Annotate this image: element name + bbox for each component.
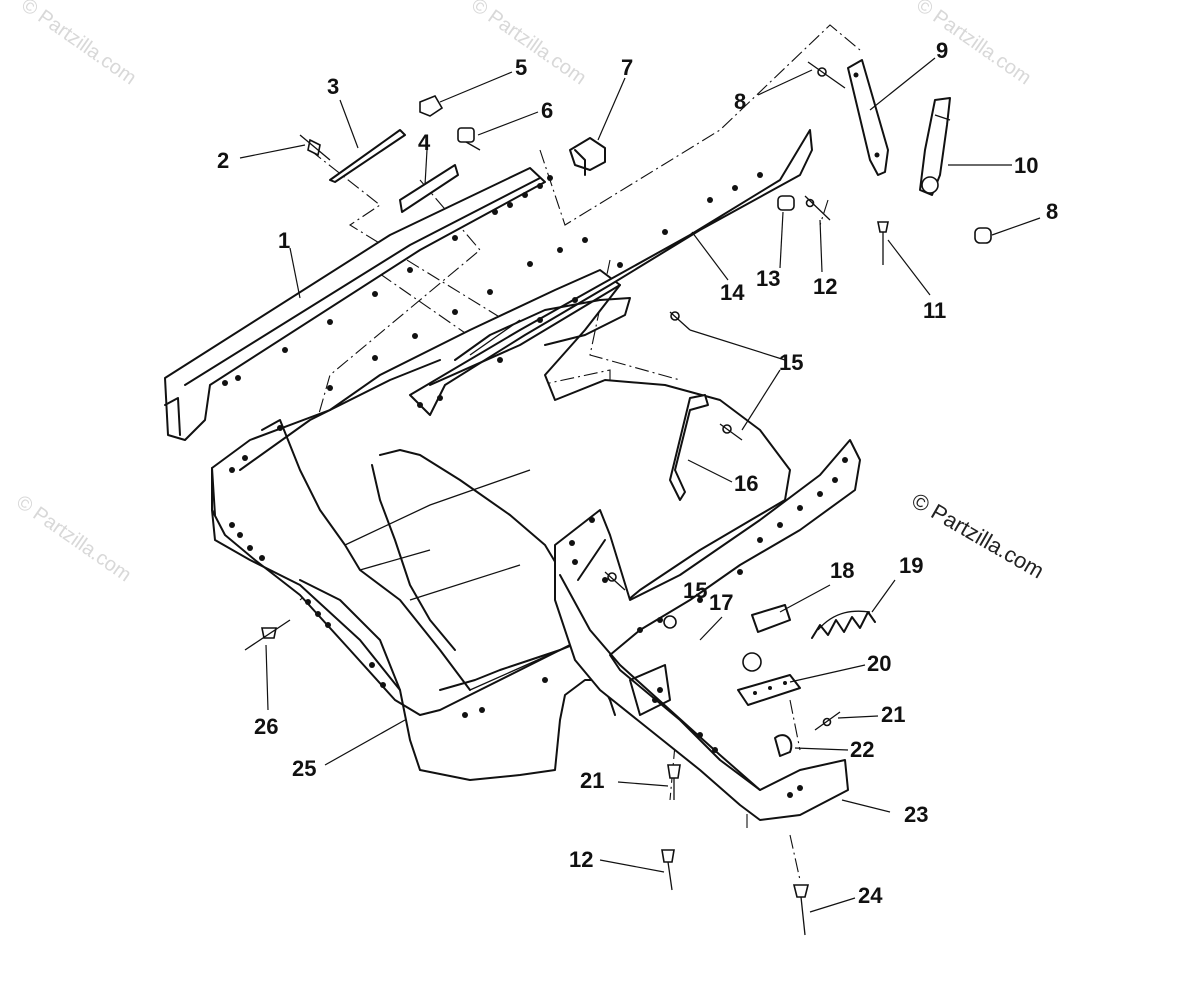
part-5-nut bbox=[419, 95, 444, 117]
callout-5: 5 bbox=[515, 55, 527, 80]
callout-21-right: 21 bbox=[881, 702, 905, 727]
callout-15-lower: 15 bbox=[683, 578, 707, 603]
part-8-cap-right bbox=[974, 227, 992, 244]
part-13-spacer bbox=[777, 195, 795, 211]
callout-23: 23 bbox=[904, 802, 928, 827]
part-4-pad bbox=[399, 164, 459, 213]
callout-24: 24 bbox=[858, 883, 883, 908]
copyright-notice: © Partzilla.com bbox=[908, 488, 1049, 584]
callout-16: 16 bbox=[734, 471, 758, 496]
callout-8-top: 8 bbox=[734, 89, 746, 114]
callout-10: 10 bbox=[1014, 153, 1038, 178]
watermark-mid-left: © Partzilla.com bbox=[12, 491, 135, 586]
callout-4: 4 bbox=[418, 130, 431, 155]
part-21-rivet-right bbox=[814, 711, 841, 731]
part-10-handle bbox=[919, 97, 951, 196]
callout-14: 14 bbox=[720, 280, 745, 305]
callout-22: 22 bbox=[850, 737, 874, 762]
part-6-bushing bbox=[457, 127, 481, 151]
watermark-top-center: © Partzilla.com bbox=[467, 0, 590, 89]
front-bumper-bar bbox=[164, 167, 553, 441]
callout-2: 2 bbox=[217, 148, 229, 173]
part-11-screw bbox=[877, 221, 889, 265]
part-17-grommet bbox=[663, 615, 762, 672]
callout-8-right: 8 bbox=[1046, 199, 1058, 224]
callout-11: 11 bbox=[923, 298, 946, 323]
callout-25: 25 bbox=[292, 756, 316, 781]
part-2-bolt bbox=[299, 134, 331, 161]
callout-1: 1 bbox=[278, 228, 290, 253]
watermark-top-left: © Partzilla.com bbox=[17, 0, 140, 89]
part-22-clamp bbox=[774, 734, 793, 757]
part-7-bracket bbox=[569, 137, 606, 176]
callout-21-left: 21 bbox=[580, 768, 604, 793]
part-3-shim bbox=[329, 129, 406, 183]
part-19-spring bbox=[811, 610, 876, 639]
watermark-top-right: © Partzilla.com bbox=[912, 0, 1035, 89]
part-16-strap bbox=[669, 394, 709, 501]
callout-17: 17 bbox=[709, 590, 733, 615]
part-9-strut bbox=[847, 59, 889, 176]
part-20-plate bbox=[737, 674, 801, 706]
callout-leaders bbox=[239, 57, 1041, 913]
callout-18: 18 bbox=[830, 558, 854, 583]
callout-3: 3 bbox=[327, 74, 339, 99]
part-24-rivet bbox=[792, 884, 810, 936]
part-12-bolt-top bbox=[804, 195, 831, 221]
callout-20: 20 bbox=[867, 651, 891, 676]
part-12-bolt-bottom bbox=[661, 849, 675, 891]
callout-12-bottom: 12 bbox=[569, 847, 593, 872]
callout-labels: 1 2 3 4 5 6 7 8 8 9 10 11 12 12 13 14 15… bbox=[217, 38, 1058, 908]
right-side-rail bbox=[554, 439, 861, 821]
callout-15-upper: 15 bbox=[779, 350, 803, 375]
callout-7: 7 bbox=[621, 55, 633, 80]
callout-26: 26 bbox=[254, 714, 278, 739]
callout-9: 9 bbox=[936, 38, 948, 63]
frame-pan bbox=[211, 237, 791, 781]
callout-12-top: 12 bbox=[813, 274, 837, 299]
part-21-rivet-left bbox=[667, 764, 681, 800]
part-15-rivets bbox=[604, 311, 743, 591]
callout-19: 19 bbox=[899, 553, 923, 578]
callout-13: 13 bbox=[756, 266, 780, 291]
part-8-washer-top bbox=[807, 61, 846, 89]
rear-upper-rail bbox=[409, 129, 813, 416]
callout-6: 6 bbox=[541, 98, 553, 123]
part-26-bolt bbox=[244, 619, 291, 651]
